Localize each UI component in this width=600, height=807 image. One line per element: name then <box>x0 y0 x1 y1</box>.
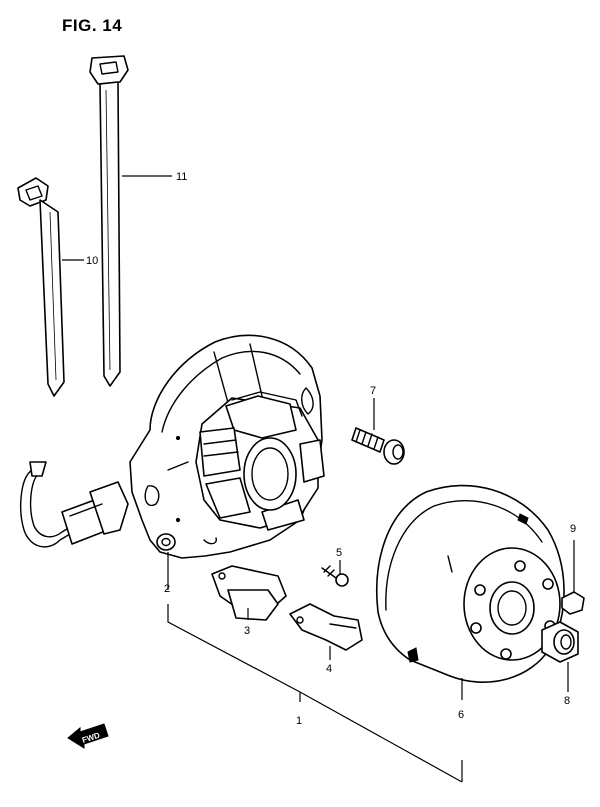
callout-11: 11 <box>176 171 187 183</box>
callout-10: 10 <box>86 255 98 267</box>
woodruff-key <box>561 591 585 615</box>
callout-1: 1 <box>296 715 302 727</box>
callout-labels: 1 2 3 4 5 6 7 8 9 10 11 <box>86 171 576 727</box>
rotor-nut <box>541 621 579 663</box>
callout-9: 9 <box>570 523 576 535</box>
callout-4: 4 <box>326 663 332 675</box>
callout-7: 7 <box>370 385 376 397</box>
callout-6: 6 <box>458 709 464 721</box>
callout-5: 5 <box>336 547 342 559</box>
stator-coil <box>195 391 325 531</box>
stator-screw <box>351 427 405 465</box>
cable-tie-long <box>89 55 129 387</box>
cable-tie-short <box>17 177 65 397</box>
callout-3: 3 <box>244 625 250 637</box>
figure-title: FIG. 14 <box>62 16 123 35</box>
pulser-coil <box>211 565 287 621</box>
grommet-hole <box>156 533 176 551</box>
leader-lines <box>62 175 575 783</box>
rotor-flywheel <box>375 484 565 683</box>
lead-wire <box>20 461 129 548</box>
small-screw <box>321 565 349 587</box>
callout-2: 2 <box>164 583 170 595</box>
callout-8: 8 <box>564 695 570 707</box>
pulser-bracket <box>289 603 363 651</box>
forward-arrow-icon: FWD <box>67 723 109 749</box>
